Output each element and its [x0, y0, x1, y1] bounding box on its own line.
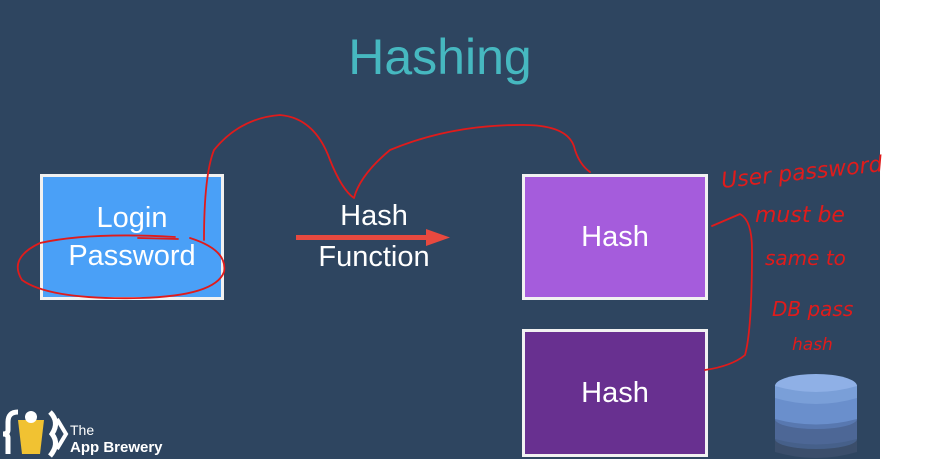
hash-output-box: Hash	[522, 174, 708, 300]
ink-note-line1: User password	[720, 152, 885, 194]
ink-bracket-hash-boxes	[704, 213, 753, 371]
stored-hash-box: Hash	[522, 329, 708, 457]
hash-function-label-line2: Function	[318, 241, 430, 273]
hash-label: Hash	[581, 221, 649, 253]
logo-text-the: The	[70, 422, 95, 438]
ink-note-line5: hash	[792, 335, 833, 355]
app-brewery-logo	[2, 409, 69, 458]
ink-note-line4: DB pass	[772, 297, 853, 321]
ink-connector-password-to-hash	[203, 114, 591, 241]
ink-note-line2: must be	[755, 203, 845, 228]
hash-function-arrow	[296, 229, 450, 246]
ink-circle-password	[16, 234, 226, 300]
ink-underline-login	[137, 237, 179, 240]
logo-text-app-brewery: App Brewery	[70, 439, 163, 456]
ink-handwritten-note: User password must be same to DB pass ha…	[720, 152, 885, 355]
stored-hash-label: Hash	[581, 377, 649, 409]
login-label: Login	[96, 202, 168, 234]
ink-note-line3: same to	[765, 246, 846, 270]
annotation-margin	[880, 0, 948, 459]
hash-function-label-line1: Hash	[340, 200, 408, 232]
password-label: Password	[68, 240, 196, 272]
slide-title: Hashing	[348, 29, 532, 85]
database-icon	[775, 374, 857, 458]
